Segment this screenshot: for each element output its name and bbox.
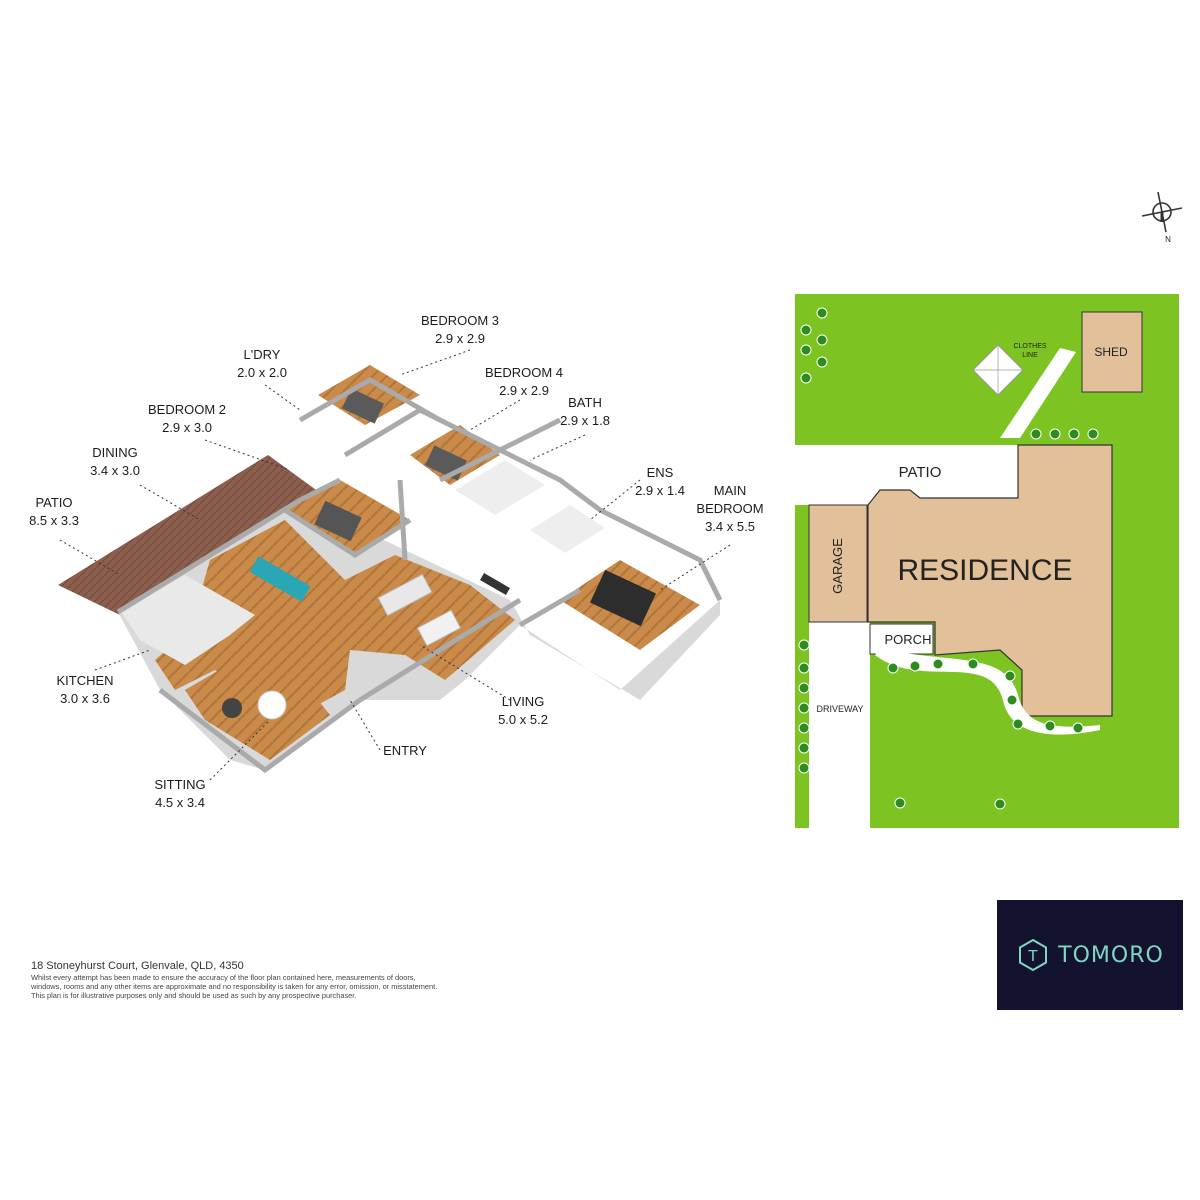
footer-disclaimer: 18 Stoneyhurst Court, Glenvale, QLD, 435… bbox=[31, 960, 501, 1000]
site-clothes-label: CLOTHES bbox=[1013, 343, 1046, 350]
living-tv-unit bbox=[480, 573, 510, 595]
main-bedroom-name-2: BEDROOM bbox=[696, 501, 764, 516]
bath-floor bbox=[455, 460, 545, 515]
dining-name: DINING bbox=[92, 445, 138, 460]
bedroom3-floor bbox=[318, 365, 420, 425]
bedroom3-name: BEDROOM 3 bbox=[420, 313, 499, 328]
ens-size: 2.9 x 1.4 bbox=[635, 483, 685, 498]
site-patio-paving bbox=[795, 445, 1018, 505]
sitting-size: 4.5 x 3.4 bbox=[155, 795, 205, 810]
tomoro-icon-letter: T bbox=[1028, 947, 1039, 965]
bedroom2-size: 2.9 x 3.0 bbox=[162, 420, 212, 435]
label-kitchen: KITCHEN 3.0 x 3.6 bbox=[40, 672, 130, 708]
label-sitting: SITTING 4.5 x 3.4 bbox=[135, 776, 225, 812]
kitchen-floor bbox=[120, 575, 255, 665]
leader-lines bbox=[59, 349, 731, 781]
main-bedroom-name-1: MAIN bbox=[713, 483, 747, 498]
tomoro-wordmark: TOMORO bbox=[1058, 942, 1164, 968]
bedroom4-size: 2.9 x 2.9 bbox=[499, 383, 549, 398]
patio-size: 8.5 x 3.3 bbox=[29, 513, 79, 528]
ens-floor bbox=[530, 505, 605, 553]
bedroom4-name: BEDROOM 4 bbox=[484, 365, 563, 380]
label-bedroom2: BEDROOM 2 2.9 x 3.0 bbox=[127, 401, 247, 437]
dining-size: 3.4 x 3.0 bbox=[90, 463, 140, 478]
patio-name: PATIO bbox=[35, 495, 73, 510]
site-driveway bbox=[809, 622, 870, 828]
label-patio: PATIO 8.5 x 3.3 bbox=[14, 494, 94, 530]
site-garage bbox=[808, 504, 868, 623]
site-garden-bed bbox=[875, 648, 1100, 735]
living-coffee-table bbox=[416, 609, 462, 647]
tomoro-hexagon-icon: T bbox=[1019, 938, 1048, 972]
bedroom2-name: BEDROOM 2 bbox=[147, 402, 226, 417]
label-bath: BATH 2.9 x 1.8 bbox=[540, 394, 630, 430]
bedroom2-bed bbox=[314, 500, 362, 542]
tomoro-logo: T TOMORO bbox=[997, 900, 1183, 1010]
site-residence bbox=[867, 444, 1113, 717]
isometric-floor-plan bbox=[58, 365, 723, 774]
entry-name: ENTRY bbox=[383, 743, 427, 758]
site-driveway-label: DRIVEWAY bbox=[816, 704, 863, 714]
bedroom3-bed bbox=[342, 388, 384, 424]
kitchen-name: KITCHEN bbox=[56, 673, 114, 688]
sitting-name: SITTING bbox=[154, 777, 206, 792]
sitting-floor bbox=[185, 655, 330, 760]
label-bedroom3: BEDROOM 3 2.9 x 2.9 bbox=[400, 312, 520, 348]
dining-table bbox=[249, 556, 311, 602]
property-address: 18 Stoneyhurst Court, Glenvale, QLD, 435… bbox=[31, 960, 244, 972]
label-dining: DINING 3.4 x 3.0 bbox=[70, 444, 160, 480]
site-path bbox=[1000, 348, 1076, 438]
ens-name: ENS bbox=[646, 465, 674, 480]
kitchen-size: 3.0 x 3.6 bbox=[60, 691, 110, 706]
north-label: N bbox=[1165, 235, 1171, 244]
north-arrow-icon bbox=[1141, 191, 1183, 233]
site-shrubs bbox=[798, 307, 1099, 810]
site-line-label: LINE bbox=[1022, 352, 1038, 359]
ldry-size: 2.0 x 2.0 bbox=[237, 365, 287, 380]
site-patio-label: PATIO bbox=[899, 464, 942, 481]
site-shed bbox=[1081, 311, 1143, 393]
label-entry: ENTRY bbox=[370, 742, 440, 760]
main-bedroom-bed bbox=[590, 569, 656, 627]
patio-deck bbox=[58, 455, 330, 620]
sitting-chair bbox=[222, 698, 242, 718]
disclaimer-line-2: windows, rooms and any other items are a… bbox=[31, 982, 438, 991]
bath-name: BATH bbox=[568, 395, 602, 410]
site-porch-label: PORCH bbox=[885, 632, 932, 647]
main-bedroom-size: 3.4 x 5.5 bbox=[705, 519, 755, 534]
site-garage-label: GARAGE bbox=[830, 538, 845, 594]
disclaimer-line-1: Whilst every attempt has been made to en… bbox=[31, 973, 416, 982]
bath-size: 2.9 x 1.8 bbox=[560, 413, 610, 428]
label-ldry: L'DRY 2.0 x 2.0 bbox=[212, 346, 312, 382]
disclaimer-line-3: This plan is for illustrative purposes o… bbox=[31, 991, 357, 1000]
site-shed-label: SHED bbox=[1094, 345, 1128, 359]
site-plan: RESIDENCE PATIO PORCH GARAGE DRIVEWAY SH… bbox=[795, 294, 1179, 828]
site-residence-label: RESIDENCE bbox=[897, 554, 1072, 587]
ldry-name: L'DRY bbox=[243, 347, 281, 362]
living-size: 5.0 x 5.2 bbox=[498, 712, 548, 727]
bedroom3-size: 2.9 x 2.9 bbox=[435, 331, 485, 346]
interior-walls bbox=[116, 377, 723, 774]
label-ens: ENS 2.9 x 1.4 bbox=[615, 464, 705, 500]
living-sofa bbox=[377, 573, 433, 617]
label-living: LIVING 5.0 x 5.2 bbox=[478, 693, 568, 729]
sitting-rug bbox=[257, 690, 287, 720]
label-main-bedroom: MAIN BEDROOM 3.4 x 5.5 bbox=[680, 482, 780, 536]
living-name: LIVING bbox=[501, 694, 545, 709]
label-bedroom4: BEDROOM 4 2.9 x 2.9 bbox=[464, 364, 584, 400]
